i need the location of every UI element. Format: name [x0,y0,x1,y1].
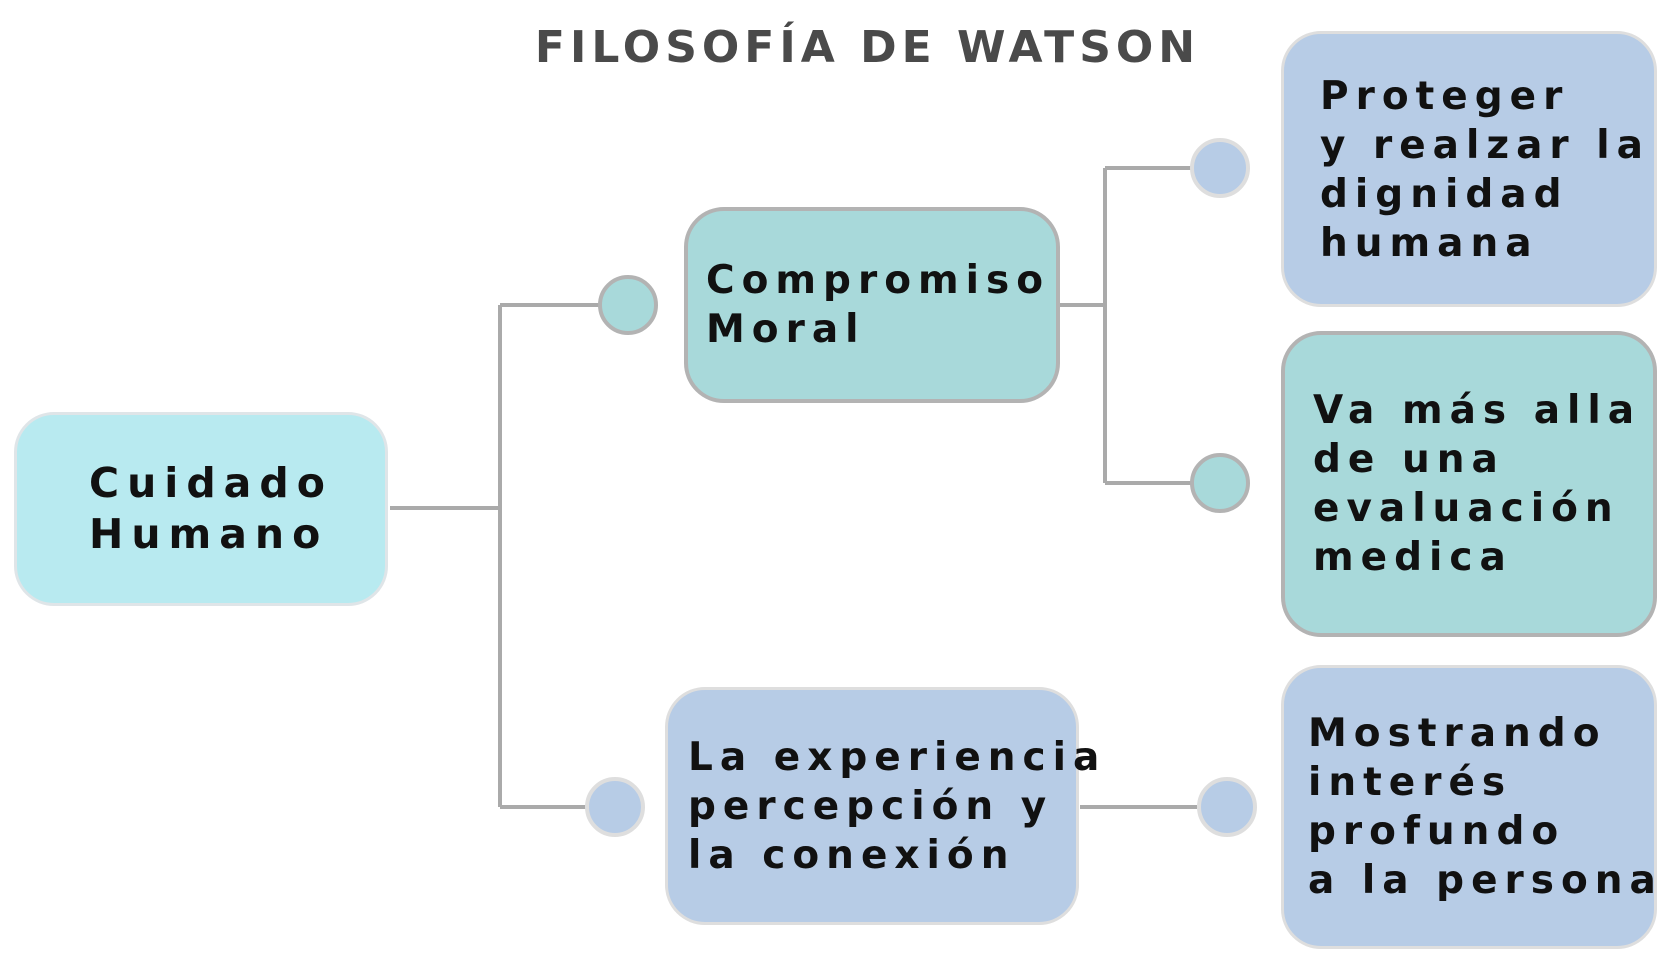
dot-interest [1197,777,1257,837]
connector-moral-trunk [1060,168,1107,483]
node-label: Cuidado Humano [89,459,333,558]
node-experiencia-percepcion: La experiencia percepción y la conexión [665,687,1099,925]
node-label: Mostrando interés profundo a la persona [1308,711,1663,903]
dot-evaluation [1190,453,1250,513]
connector-root-trunk [390,305,502,807]
diagram-title: FILOSOFÍA DE WATSON [534,22,1201,73]
node-label: Compromiso Moral [706,258,1051,352]
dot-moral [598,275,658,335]
node-label: Va más alla de una evaluación medica [1313,388,1642,580]
node-label: Proteger y realzar la dignidad humana [1320,74,1650,266]
node-interes-persona: Mostrando interés profundo a la persona [1281,665,1657,949]
dot-dignity [1190,138,1250,198]
node-compromiso-moral: Compromiso Moral [684,207,1060,403]
node-cuidado-humano: Cuidado Humano [14,412,388,606]
node-label: La experiencia percepción y la conexión [688,734,1107,878]
dot-experience [585,777,645,837]
node-evaluacion-medica: Va más alla de una evaluación medica [1281,331,1657,637]
node-dignidad-humana: Proteger y realzar la dignidad humana [1281,31,1657,307]
